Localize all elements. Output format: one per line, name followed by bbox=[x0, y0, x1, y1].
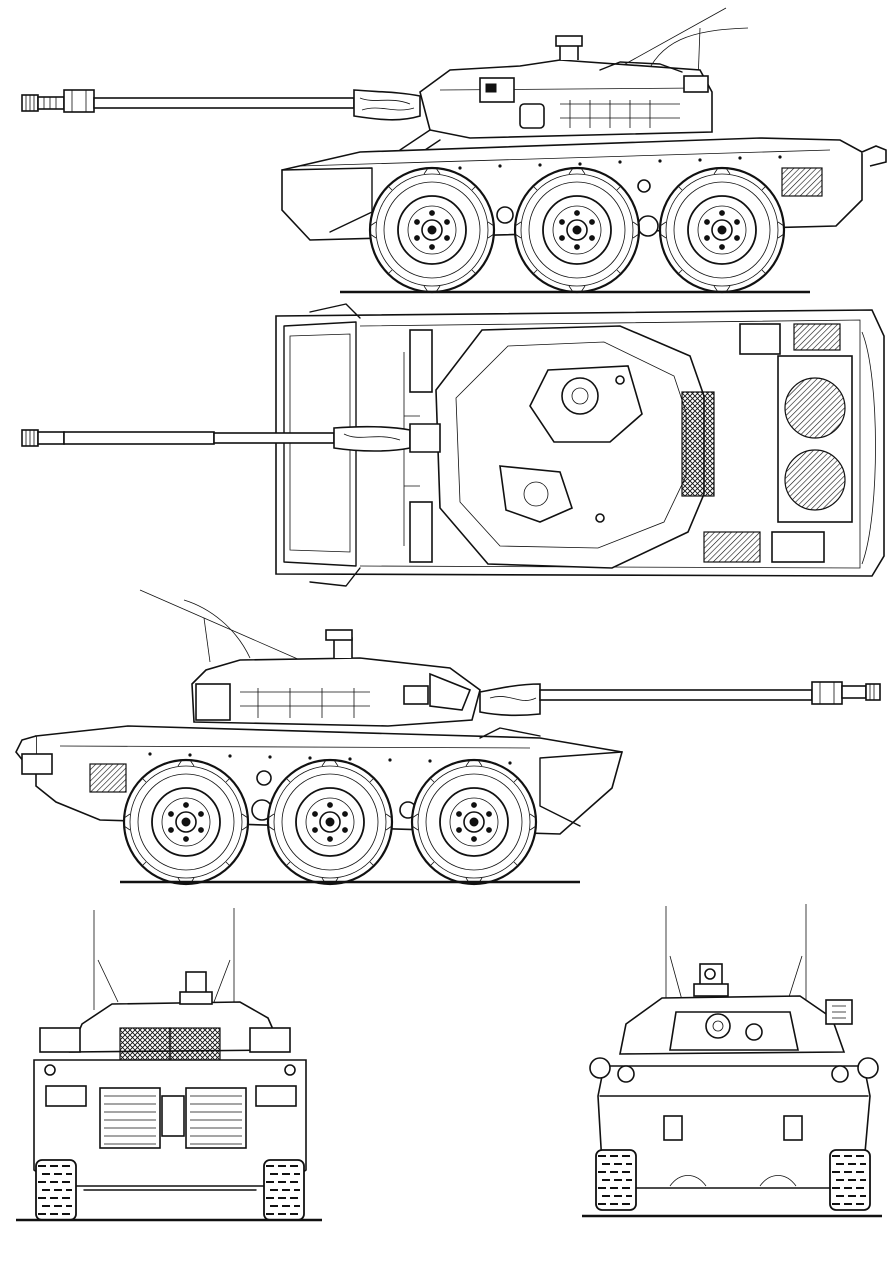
road-wheel-left-1 bbox=[122, 758, 250, 886]
side-view-left bbox=[0, 588, 894, 888]
front-right-tire bbox=[829, 1149, 871, 1211]
top-view bbox=[0, 296, 894, 596]
turret-top bbox=[435, 325, 715, 569]
front-view bbox=[570, 896, 894, 1226]
road-wheel-2 bbox=[513, 166, 641, 294]
turret-left bbox=[191, 629, 481, 727]
road-wheel-left-2 bbox=[266, 758, 394, 886]
engine-deck bbox=[703, 323, 876, 565]
turret bbox=[399, 35, 713, 161]
rear-hull bbox=[33, 1059, 307, 1191]
front-turret bbox=[619, 963, 853, 1055]
front-hull bbox=[589, 1057, 879, 1189]
rear-view bbox=[0, 900, 340, 1230]
road-wheel-1 bbox=[368, 166, 496, 294]
side-view-right bbox=[0, 0, 894, 300]
gun-barrel-right bbox=[479, 681, 881, 717]
rear-right-tire bbox=[263, 1159, 305, 1221]
gun-barrel bbox=[21, 89, 421, 121]
road-wheel-left-3 bbox=[410, 758, 538, 886]
rear-left-tire bbox=[35, 1159, 77, 1221]
road-wheel-3 bbox=[658, 166, 786, 294]
rear-turret bbox=[39, 971, 291, 1063]
gun-barrel-top bbox=[21, 423, 441, 453]
front-left-tire bbox=[595, 1149, 637, 1211]
